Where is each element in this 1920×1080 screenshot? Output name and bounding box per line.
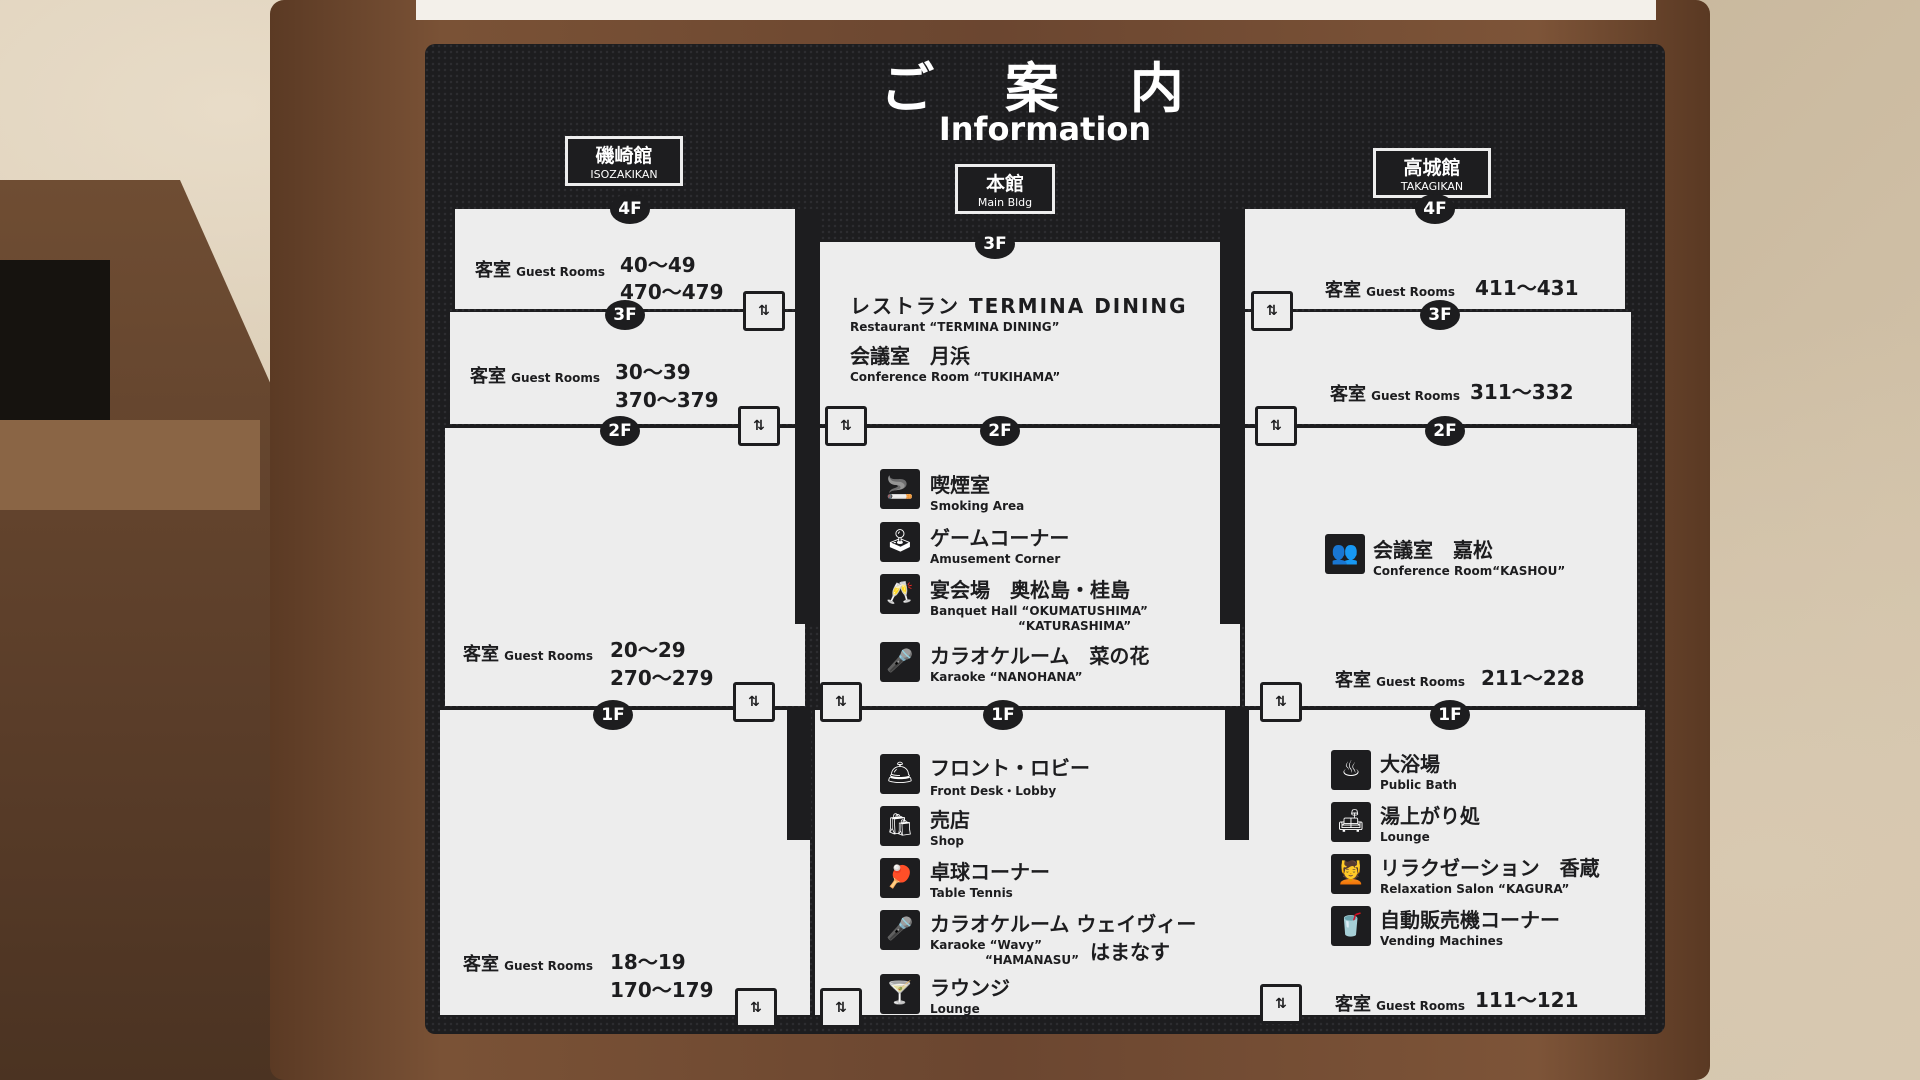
vending-machine-icon: 🥤 xyxy=(1331,906,1371,946)
takagi-2f-panel xyxy=(1245,428,1637,706)
isozaki-3f-guest-label: 客室 Guest Rooms xyxy=(470,366,601,387)
isozaki-4f-rooms-b: 470～479 xyxy=(620,280,724,304)
connector-left-upper xyxy=(795,209,819,624)
elevator-icon: ⇅ xyxy=(820,682,862,722)
takagi-4f-panel xyxy=(1245,209,1625,309)
smoking-icon: 🚬 xyxy=(880,469,920,509)
front-desk-icon: 🛎 xyxy=(880,754,920,794)
isozaki-2f-panel xyxy=(445,428,805,706)
microphone-icon: 🎤 xyxy=(880,910,920,950)
restaurant-label: レストラン TERMINA DINING Restaurant “TERMINA… xyxy=(850,294,1188,334)
arcade-icon: 🕹 xyxy=(880,522,920,562)
isozaki-1f-rooms-b: 170～179 xyxy=(610,978,714,1002)
elevator-icon: ⇅ xyxy=(733,682,775,722)
isozaki-4f-guest-label: 客室 Guest Rooms xyxy=(475,260,606,281)
isozaki-2f-badge: 2F xyxy=(600,416,640,446)
isozaki-3f-rooms-a: 30～39 xyxy=(615,360,691,384)
elevator-icon: ⇅ xyxy=(743,291,785,331)
isozaki-3f-panel xyxy=(450,312,800,424)
takagi-3f-rooms: 311～332 xyxy=(1470,380,1574,404)
paper-edge xyxy=(416,0,1656,20)
isozaki-1f-guest-label: 客室 Guest Rooms xyxy=(463,954,594,975)
stair-step xyxy=(0,420,260,510)
elevator-icon: ⇅ xyxy=(735,988,777,1028)
takagi-1f-guest-label: 客室 Guest Rooms xyxy=(1335,994,1466,1015)
takagi-1f-panel xyxy=(1245,710,1645,1015)
cocktail-icon: 🍸 xyxy=(880,974,920,1014)
elevator-icon: ⇅ xyxy=(1251,291,1293,331)
connector-right-upper xyxy=(1220,209,1244,624)
main-3f-panel xyxy=(820,242,1220,424)
takagi-4f-rooms: 411～431 xyxy=(1475,276,1579,300)
takagi-1f-rooms: 111～121 xyxy=(1475,988,1579,1012)
main-3f-badge: 3F xyxy=(975,229,1015,259)
connector-left-lower xyxy=(787,710,811,840)
elevator-icon: ⇅ xyxy=(1260,682,1302,722)
main-bldg-header: 本館 Main Bldg xyxy=(955,164,1055,214)
takagi-1f-badge: 1F xyxy=(1430,700,1470,730)
main-1f-badge: 1F xyxy=(983,700,1023,730)
isozaki-2f-rooms-a: 20～29 xyxy=(610,638,686,662)
main-2f-badge: 2F xyxy=(980,416,1020,446)
isozaki-4f-badge: 4F xyxy=(610,194,650,224)
lounge-icon: 🛋 xyxy=(1331,802,1371,842)
takagi-4f-guest-label: 客室 Guest Rooms xyxy=(1325,280,1456,301)
connector-right-lower xyxy=(1225,710,1249,840)
ping-pong-icon: 🏓 xyxy=(880,858,920,898)
takagi-2f-badge: 2F xyxy=(1425,416,1465,446)
isozaki-4f-rooms-a: 40～49 xyxy=(620,253,696,277)
isozaki-3f-rooms-b: 370～379 xyxy=(615,388,719,412)
isozaki-2f-guest-label: 客室 Guest Rooms xyxy=(463,644,594,665)
toast-icon: 🥂 xyxy=(880,574,920,614)
elevator-icon: ⇅ xyxy=(825,406,867,446)
isozaki-4f-panel xyxy=(455,209,795,309)
elevator-icon: ⇅ xyxy=(738,406,780,446)
takagi-2f-guest-label: 客室 Guest Rooms xyxy=(1335,670,1466,691)
takagi-3f-guest-label: 客室 Guest Rooms xyxy=(1330,384,1461,405)
hamanasu-label: はまなす xyxy=(1090,940,1170,964)
isozaki-3f-badge: 3F xyxy=(605,300,645,330)
board-title-en: Information xyxy=(938,110,1152,148)
takagi-3f-badge: 3F xyxy=(1420,300,1460,330)
takagi-4f-badge: 4F xyxy=(1415,194,1455,224)
isozaki-2f-rooms-b: 270～279 xyxy=(610,666,714,690)
takagi-header: 高城館 TAKAGIKAN xyxy=(1373,148,1491,198)
elevator-icon: ⇅ xyxy=(1255,406,1297,446)
massage-icon: 💆 xyxy=(1331,854,1371,894)
elevator-icon: ⇅ xyxy=(1260,984,1302,1024)
takagi-2f-rooms: 211～228 xyxy=(1481,666,1585,690)
hot-spring-icon: ♨ xyxy=(1331,750,1371,790)
board-title-ja: ご 案 内 xyxy=(880,57,1210,120)
meeting-icon: 👥 xyxy=(1325,534,1365,574)
isozaki-header: 磯崎館 ISOZAKIKAN xyxy=(565,136,683,186)
conference-tukihama-label: 会議室 月浜 Conference Room “TUKIHAMA” xyxy=(850,344,1061,384)
isozaki-1f-rooms-a: 18～19 xyxy=(610,950,686,974)
isozaki-1f-badge: 1F xyxy=(593,700,633,730)
information-board: ご 案 内 Information 磯崎館 ISOZAKIKAN 本館 Main… xyxy=(425,44,1665,1034)
shopping-bag-icon: 🛍 xyxy=(880,806,920,846)
isozaki-1f-panel xyxy=(440,710,810,1015)
takagi-3f-panel xyxy=(1245,312,1631,424)
elevator-icon: ⇅ xyxy=(820,988,862,1028)
microphone-icon: 🎤 xyxy=(880,642,920,682)
